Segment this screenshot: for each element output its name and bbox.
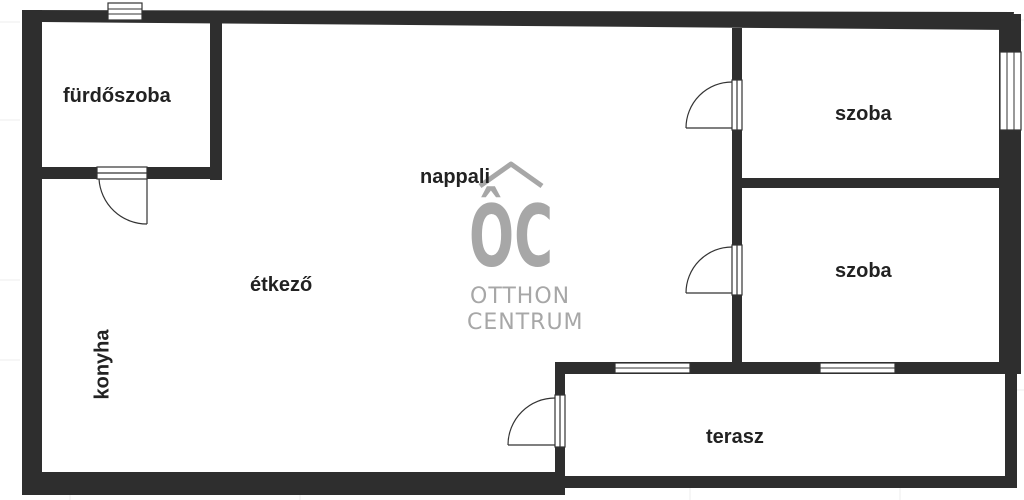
wall-terrace-right (1005, 362, 1017, 482)
window-icon (819, 362, 896, 374)
room-label-bedroom-top: szoba (835, 103, 892, 125)
bedroom-top-floor (742, 28, 1000, 178)
watermark-line-centrum: CENTRUM (467, 310, 584, 335)
door-swing-icon (96, 166, 148, 225)
bedroom-bottom-floor (742, 188, 1000, 362)
room-label-kitchen: konyha (91, 329, 114, 400)
room-label-dining: étkező (250, 274, 313, 296)
wall-bottom (22, 472, 565, 495)
watermark-line-otthon: OTTHON (470, 284, 571, 309)
wall-bathroom-right (210, 18, 222, 180)
logo-monogram: ÔC (469, 186, 553, 287)
room-label-bathroom: fürdőszoba (63, 85, 171, 107)
wall-top (22, 10, 1014, 30)
room-label-terrace: terasz (706, 426, 764, 448)
windows (107, 2, 1022, 374)
terrace-floor (565, 374, 1005, 476)
wall-left (22, 10, 42, 495)
window-icon (107, 2, 143, 21)
window-icon (999, 51, 1022, 131)
window-icon (614, 362, 691, 374)
wall-terrace-bottom (555, 476, 1017, 488)
wall-between-bedrooms (742, 178, 1000, 188)
door-swing-icon (685, 79, 743, 131)
room-label-living: nappali (420, 166, 491, 188)
floors (42, 22, 1005, 476)
room-label-bedroom-bottom: szoba (835, 260, 892, 282)
door-swing-icon (685, 244, 743, 296)
bathroom-floor (42, 22, 210, 167)
wall-bedrooms-left (732, 28, 742, 368)
otthon-centrum-logo-icon: ÔC (469, 161, 553, 287)
door-swing-icon (507, 394, 566, 448)
doors (96, 79, 743, 448)
